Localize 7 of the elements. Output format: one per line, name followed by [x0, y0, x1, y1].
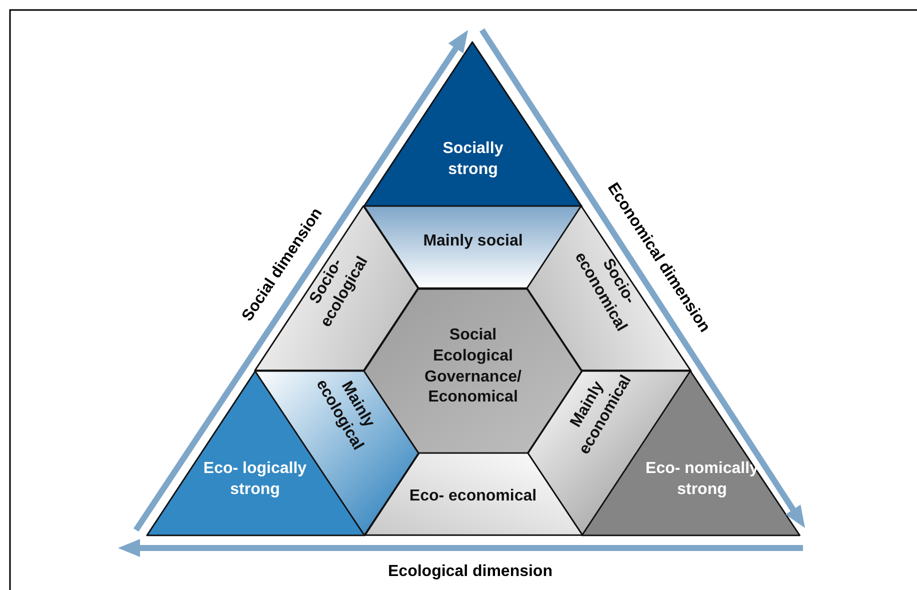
segment-label: Eco- logically strong	[202, 459, 308, 500]
segment-label: Socially strong	[442, 139, 504, 180]
segment-label: Eco- nomically strong	[644, 459, 760, 500]
axis-label: Ecological dimension	[388, 563, 552, 581]
segment-label: Mainly social	[422, 232, 524, 252]
segment-label: Social Ecological Governance/ Economical	[424, 325, 522, 408]
segment-label: Eco- economical	[408, 486, 538, 507]
